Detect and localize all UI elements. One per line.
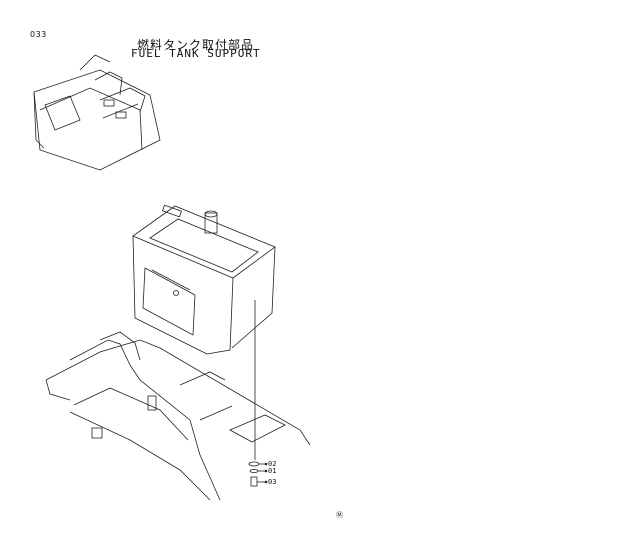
m-mark-symbol: Ⓜ: [336, 511, 343, 519]
fuel-tank: [132, 204, 276, 460]
callout-label: 03: [268, 478, 277, 486]
machine-overview-sketch: [33, 54, 161, 171]
page-title-english: FUEL TANK SUPPORT: [131, 47, 261, 60]
page-title-japanese: 燃料タンク取付部品: [137, 38, 255, 52]
hardware-callouts: [248, 461, 268, 487]
frame-chassis: [45, 331, 311, 501]
callout-label: 01: [268, 467, 277, 475]
page-number: 033: [30, 30, 47, 39]
callout-label: 02: [268, 460, 277, 468]
